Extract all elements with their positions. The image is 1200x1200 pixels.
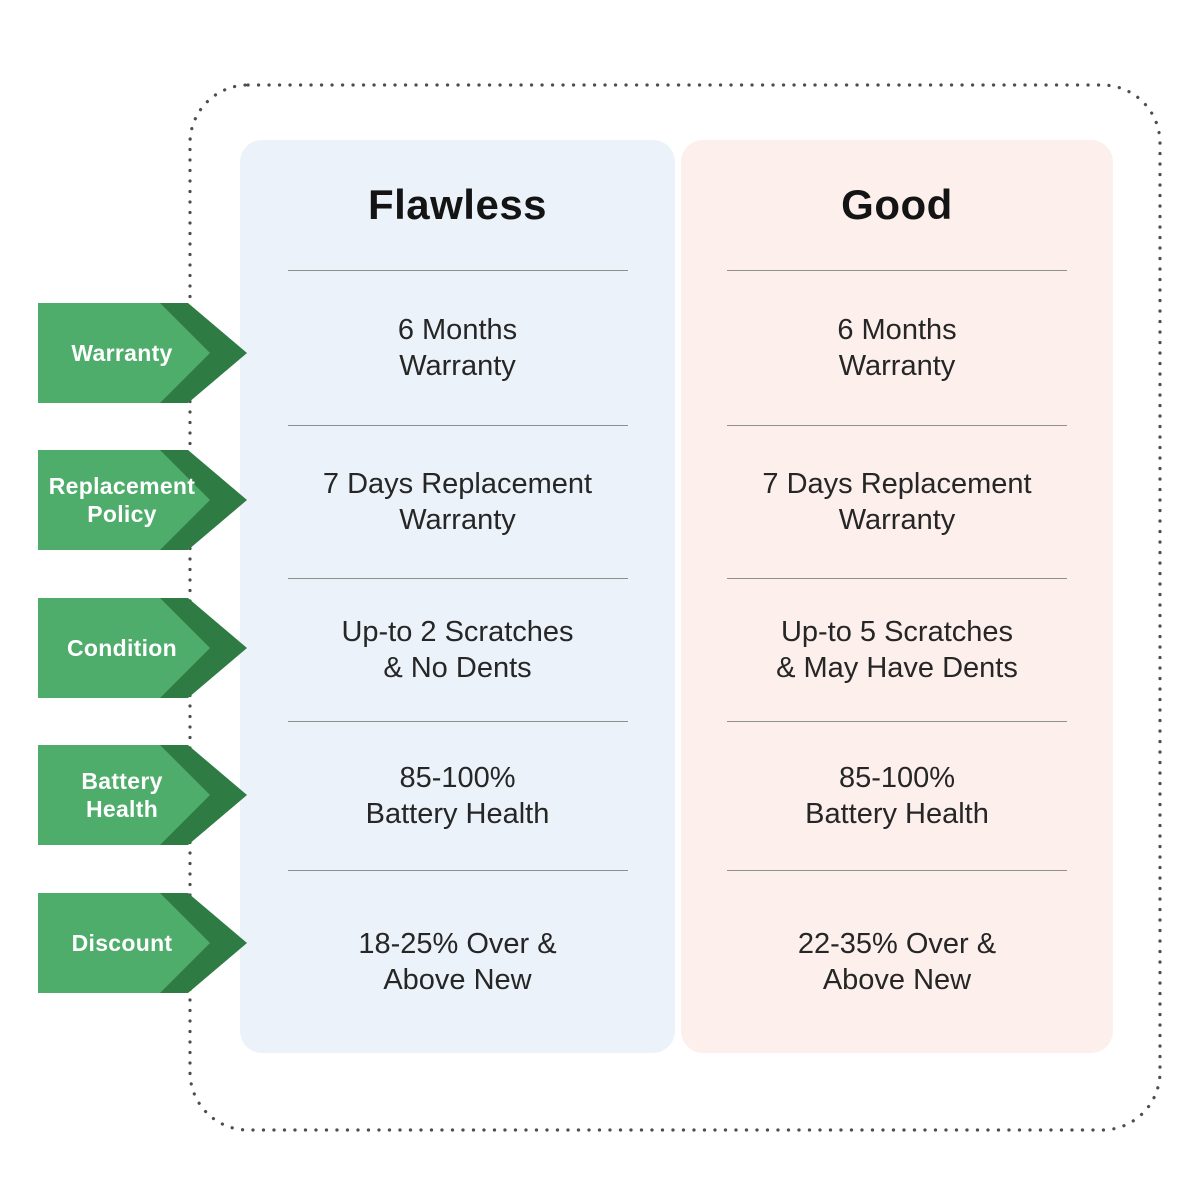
row-discount-flawless: 18-25% Over & Above New xyxy=(240,870,675,1053)
row-label-replacement-policy: Replacement Policy xyxy=(38,450,247,550)
arrow-label-text: Discount xyxy=(71,930,173,956)
row-replacement-flawless: 7 Days Replacement Warranty xyxy=(240,425,675,578)
arrow-label-text: Battery Health xyxy=(81,768,163,822)
row-label-discount: Discount xyxy=(38,893,247,993)
cell-condition-good: Up-to 5 Scratches & May Have Dents xyxy=(776,615,1018,684)
cell-condition-flawless: Up-to 2 Scratches & No Dents xyxy=(341,615,574,684)
row-condition-good: Up-to 5 Scratches & May Have Dents xyxy=(681,578,1113,721)
row-divider xyxy=(287,721,628,722)
row-label-warranty: Warranty xyxy=(38,303,247,403)
row-warranty-good: 6 Months Warranty xyxy=(681,270,1113,425)
arrow-label-text: Condition xyxy=(67,635,177,661)
cell-warranty-good: 6 Months Warranty xyxy=(837,313,957,382)
row-divider xyxy=(727,870,1067,871)
cell-replacement-flawless: 7 Days Replacement Warranty xyxy=(322,467,593,536)
column-title-flawless: Flawless xyxy=(367,181,548,228)
column-header-flawless: Flawless xyxy=(240,140,675,270)
row-divider xyxy=(727,578,1067,579)
row-battery-good: 85-100% Battery Health xyxy=(681,721,1113,870)
cell-discount-good: 22-35% Over & Above New xyxy=(797,927,997,996)
row-label-condition: Condition xyxy=(38,598,247,698)
row-divider xyxy=(287,425,628,426)
cell-discount-flawless: 18-25% Over & Above New xyxy=(358,927,557,996)
column-flawless: Flawless 6 Months Warranty 7 Days Replac… xyxy=(240,140,675,1053)
column-good: Good 6 Months Warranty 7 Days Replacemen… xyxy=(681,140,1113,1053)
column-header-good: Good xyxy=(681,140,1113,270)
row-label-battery-health: Battery Health xyxy=(38,745,247,845)
row-divider xyxy=(727,721,1067,722)
row-divider xyxy=(727,270,1067,271)
arrow-label-text: Replacement Policy xyxy=(48,473,196,527)
row-divider xyxy=(727,425,1067,426)
row-divider xyxy=(287,870,628,871)
row-discount-good: 22-35% Over & Above New xyxy=(681,870,1113,1053)
cell-battery-flawless: 85-100% Battery Health xyxy=(365,761,550,830)
row-replacement-good: 7 Days Replacement Warranty xyxy=(681,425,1113,578)
cell-battery-good: 85-100% Battery Health xyxy=(805,761,989,830)
row-divider xyxy=(287,270,628,271)
arrow-label-text: Warranty xyxy=(71,340,173,366)
cell-replacement-good: 7 Days Replacement Warranty xyxy=(762,467,1032,536)
cell-warranty-flawless: 6 Months Warranty xyxy=(397,313,518,382)
row-battery-flawless: 85-100% Battery Health xyxy=(240,721,675,870)
row-condition-flawless: Up-to 2 Scratches & No Dents xyxy=(240,578,675,721)
row-divider xyxy=(287,578,628,579)
row-warranty-flawless: 6 Months Warranty xyxy=(240,270,675,425)
column-title-good: Good xyxy=(841,181,953,228)
